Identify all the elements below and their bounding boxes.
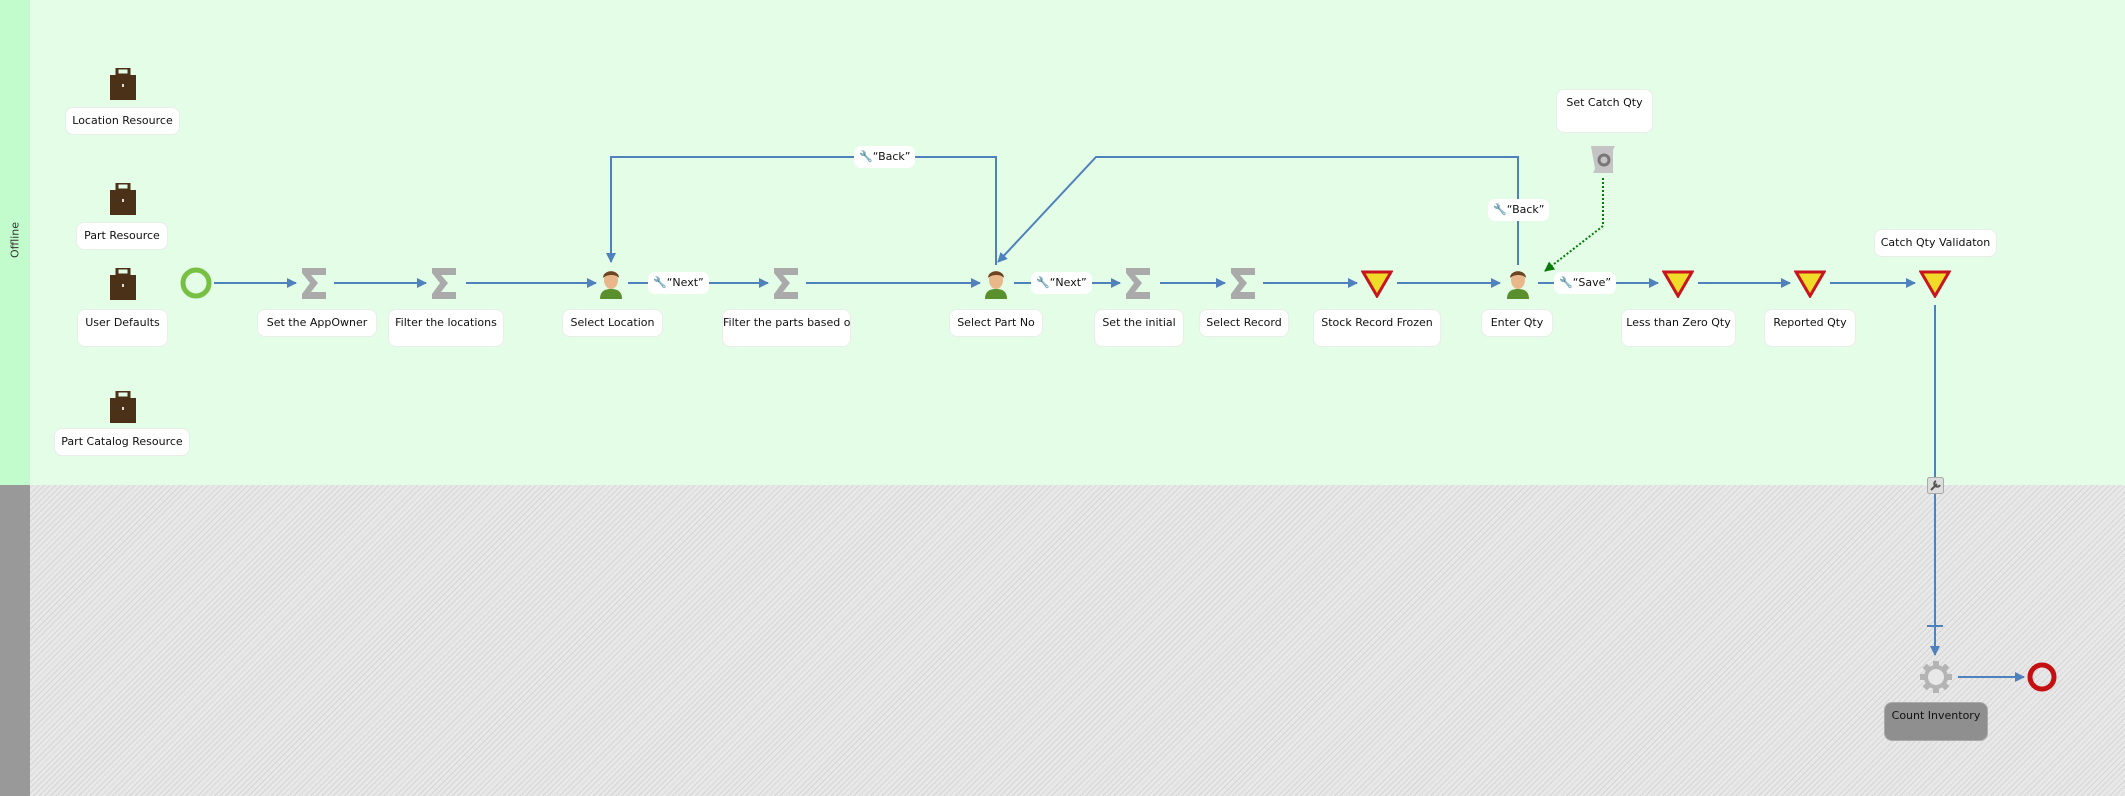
script-gear-icon[interactable] (1589, 145, 1617, 175)
step-catch-qty-validation[interactable]: Catch Qty Validaton (1874, 229, 1997, 257)
resource-user-defaults[interactable]: User Defaults (77, 309, 168, 347)
user-task-icon[interactable] (1506, 268, 1530, 299)
resource-part[interactable]: Part Resource (76, 222, 168, 250)
resource-part-catalog[interactable]: Part Catalog Resource (54, 428, 190, 456)
step-count-inventory[interactable]: Count Inventory (1884, 702, 1988, 741)
lane-online-header[interactable] (0, 485, 30, 796)
flow-back-to-selectlocation (606, 156, 997, 265)
step-less-than-zero-qty[interactable]: Less than Zero Qty (1621, 309, 1736, 347)
step-set-initial[interactable]: Set the initial (1094, 309, 1184, 347)
step-select-part-no[interactable]: Select Part No (949, 309, 1043, 337)
step-set-appowner[interactable]: Set the AppOwner (257, 309, 377, 337)
briefcase-icon[interactable] (110, 68, 136, 100)
sigma-icon[interactable] (774, 268, 798, 299)
wrench-icon: 🔧 (1493, 203, 1507, 216)
edge-label-next[interactable]: 🔧“Next” (1031, 272, 1092, 294)
data-association-catchqty (1544, 178, 1604, 272)
step-enter-qty[interactable]: Enter Qty (1481, 309, 1553, 337)
gear-icon[interactable] (1919, 660, 1953, 694)
validation-triangle-icon[interactable] (1794, 270, 1826, 298)
wrench-icon: 🔧 (859, 150, 873, 163)
lane-offline (0, 0, 2125, 485)
sigma-icon[interactable] (1126, 268, 1150, 299)
lane-offline-header[interactable]: Offline (0, 0, 30, 485)
step-reported-qty[interactable]: Reported Qty (1764, 309, 1856, 347)
user-task-icon[interactable] (599, 268, 623, 299)
sigma-icon[interactable] (302, 268, 326, 299)
edge-label-back[interactable]: 🔧“Back” (1488, 199, 1550, 221)
step-filter-locations[interactable]: Filter the locations (388, 309, 504, 347)
step-set-catch-qty[interactable]: Set Catch Qty (1556, 89, 1653, 133)
wrench-icon[interactable] (1927, 477, 1944, 494)
wrench-icon: 🔧 (653, 276, 667, 289)
briefcase-icon[interactable] (110, 268, 136, 300)
validation-triangle-icon[interactable] (1662, 270, 1694, 298)
validation-triangle-icon[interactable] (1919, 270, 1951, 298)
sigma-icon[interactable] (1231, 268, 1255, 299)
resource-location[interactable]: Location Resource (65, 107, 180, 135)
edge-label-back[interactable]: 🔧“Back” (854, 146, 916, 168)
start-event-icon[interactable] (179, 266, 213, 300)
end-event-icon[interactable] (2026, 661, 2058, 693)
wrench-icon: 🔧 (1559, 276, 1573, 289)
step-select-location[interactable]: Select Location (562, 309, 663, 337)
edge-label-save[interactable]: 🔧“Save” (1554, 272, 1617, 294)
wrench-icon: 🔧 (1036, 276, 1050, 289)
lane-online (0, 485, 2125, 796)
briefcase-icon[interactable] (110, 183, 136, 215)
step-select-record[interactable]: Select Record (1199, 309, 1289, 337)
edge-label-next[interactable]: 🔧“Next” (648, 272, 709, 294)
step-filter-parts[interactable]: Filter the parts based on (722, 309, 851, 347)
step-stock-record-frozen[interactable]: Stock Record Frozen (1313, 309, 1441, 347)
validation-triangle-icon[interactable] (1361, 270, 1393, 298)
briefcase-icon[interactable] (110, 391, 136, 423)
user-task-icon[interactable] (984, 268, 1008, 299)
flow-back-to-selectpart (997, 156, 1519, 265)
sigma-icon[interactable] (432, 268, 456, 299)
